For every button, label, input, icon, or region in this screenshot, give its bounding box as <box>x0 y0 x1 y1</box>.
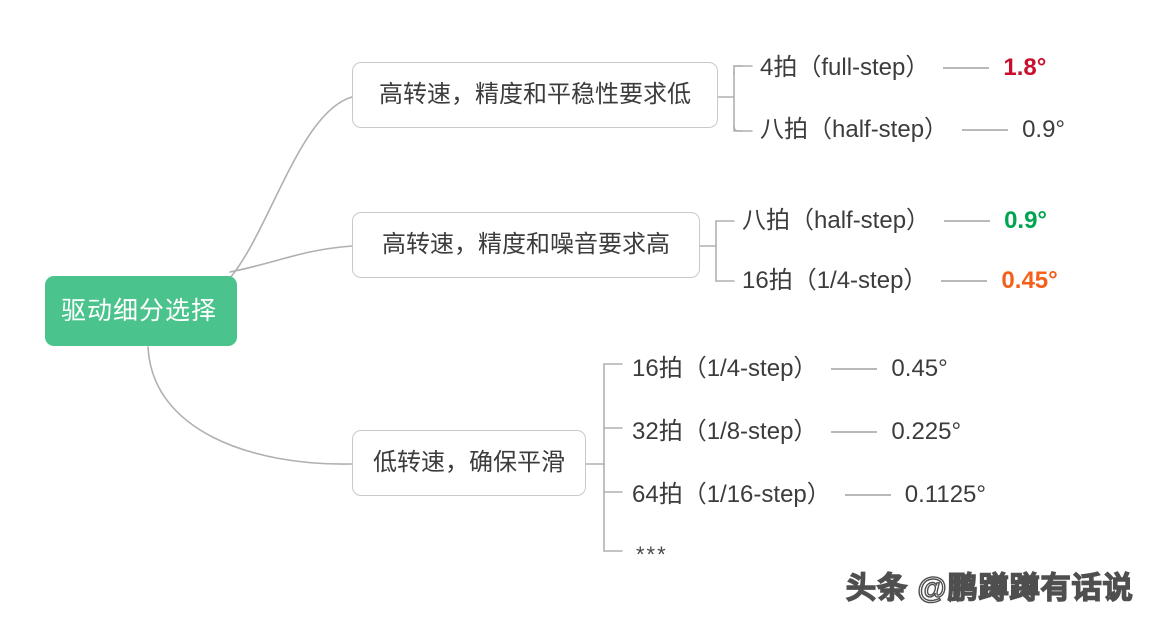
leaf-title: 64拍（1/16-step） <box>632 481 831 508</box>
leaf-row[interactable]: 32拍（1/8-step） 0.225° <box>632 415 961 449</box>
leaf-title: 16拍（1/4-step） <box>632 355 818 382</box>
leaf-title: 4拍（full-step） <box>760 54 930 81</box>
leaf-title: 八拍（half-step） <box>760 116 949 143</box>
leaf-title: 32拍（1/8-step） <box>632 418 818 445</box>
branch-node-2[interactable]: 低转速，确保平滑 <box>352 430 586 496</box>
leaf-title: 16拍（1/4-step） <box>742 267 928 294</box>
leaf-row[interactable]: 16拍（1/4-step） 0.45° <box>742 264 1058 298</box>
leaf-title: 八拍（half-step） <box>742 207 931 234</box>
root-node-label: 驱动细分选择 <box>61 296 218 325</box>
branch-node-label: 低转速，确保平滑 <box>373 449 565 476</box>
leaf-row[interactable]: 八拍（half-step） 0.9° <box>742 204 1047 238</box>
leaf-value: 0.45° <box>1001 267 1058 294</box>
leaf-row[interactable]: 16拍（1/4-step） 0.45° <box>632 352 948 386</box>
leaf-value: 0.9° <box>1004 207 1048 234</box>
leaf-value: 0.225° <box>891 418 962 445</box>
branch-node-label: 高转速，精度和平稳性要求低 <box>379 81 691 108</box>
branch-node-label: 高转速，精度和噪音要求高 <box>382 231 670 258</box>
leaf-separator <box>962 129 1009 131</box>
leaf-separator <box>831 431 878 433</box>
leaf-separator <box>941 280 988 282</box>
leaf-separator <box>831 368 878 370</box>
leaf-row[interactable]: 64拍（1/16-step） 0.1125° <box>632 478 986 512</box>
leaf-separator <box>844 494 891 496</box>
leaf-row[interactable]: 八拍（half-step） 0.9° <box>760 113 1065 147</box>
leaf-value: 0.9° <box>1022 116 1066 143</box>
leaf-value: 0.45° <box>891 355 948 382</box>
leaf-row[interactable]: *** <box>636 538 668 572</box>
root-node[interactable]: 驱动细分选择 <box>45 276 237 346</box>
leaf-row[interactable]: 4拍（full-step） 1.8° <box>760 51 1046 85</box>
watermark: 头条 @鹏蹲蹲有话说 <box>845 571 1134 605</box>
leaf-value: 0.1125° <box>904 481 986 508</box>
bracket-bottom-0 <box>733 125 743 132</box>
branch-node-1[interactable]: 高转速，精度和噪音要求高 <box>352 212 700 278</box>
leaf-separator <box>943 67 990 69</box>
edge-root-to-branch-2 <box>147 346 353 465</box>
bracket-top-0 <box>733 65 743 75</box>
leaf-value: 1.8° <box>1003 54 1047 81</box>
edge-root-to-branch-1 <box>229 245 353 273</box>
leaf-separator <box>944 220 991 222</box>
leaf-title: *** <box>636 542 668 567</box>
branch-node-0[interactable]: 高转速，精度和平稳性要求低 <box>352 62 718 128</box>
edge-root-to-branch-0 <box>229 96 353 279</box>
